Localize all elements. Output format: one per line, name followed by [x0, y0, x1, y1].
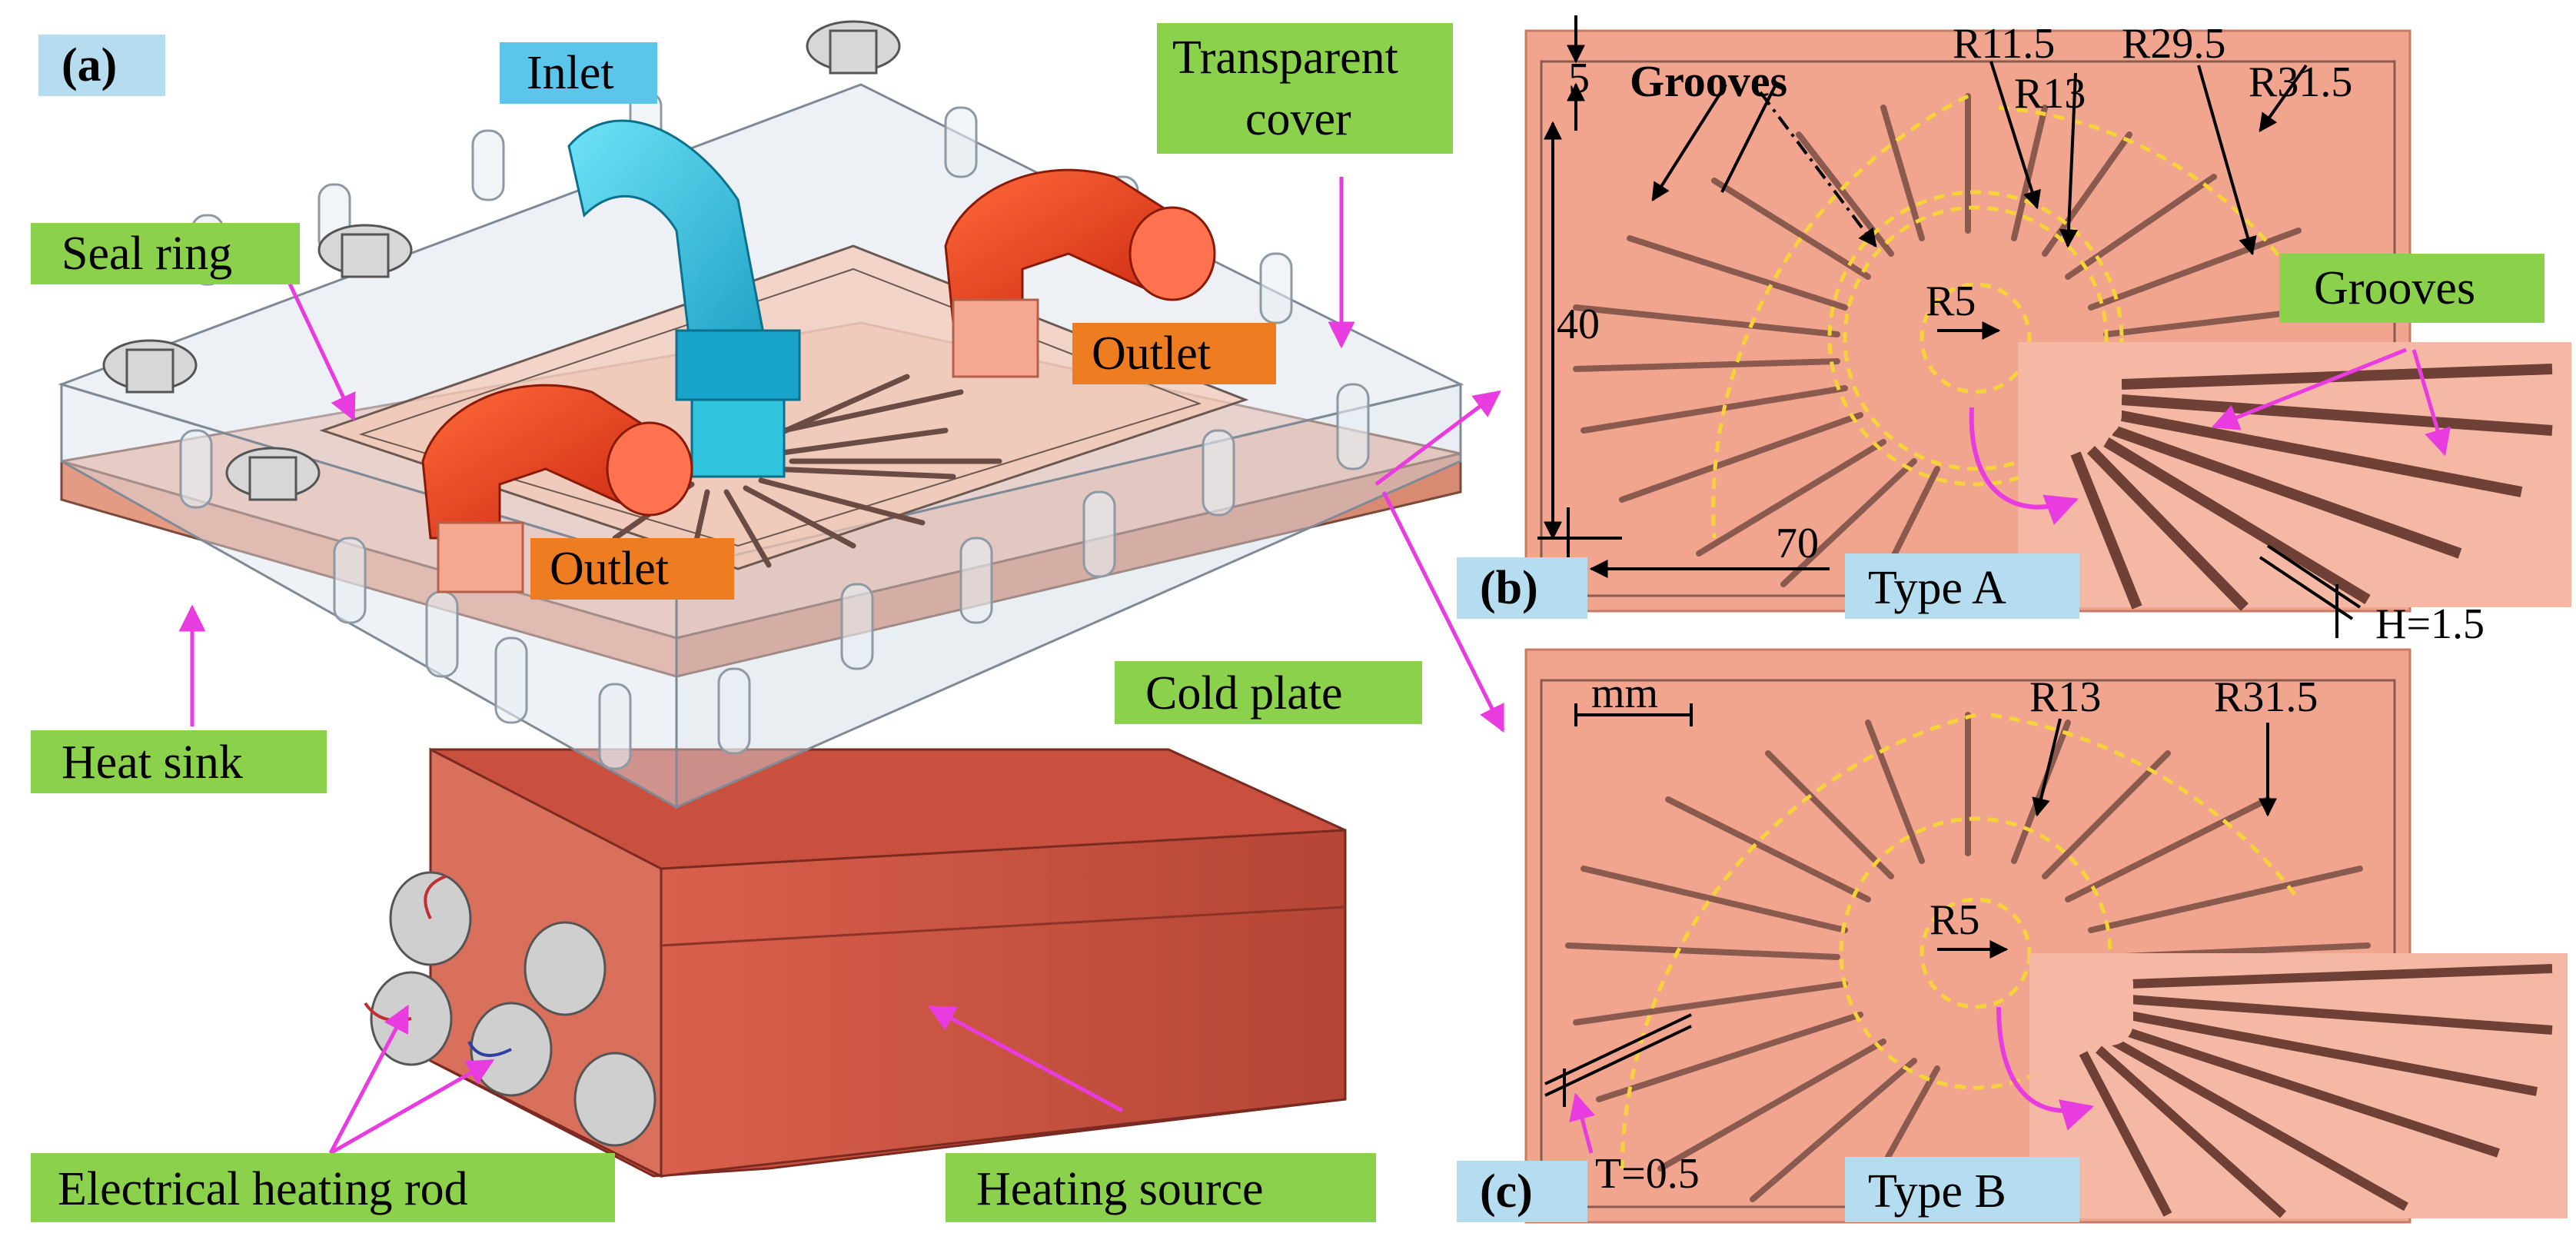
- dim-b-40: 40: [1557, 301, 1600, 348]
- dim-b-5: 5: [1568, 55, 1590, 102]
- cold-plate-label: Cold plate: [1145, 667, 1343, 720]
- dim-b-r13: R13: [2014, 70, 2086, 118]
- thickness-arrow: [1569, 1092, 1596, 1154]
- heating-rods: [364, 871, 656, 1147]
- heating-rod-label-bg: [31, 1153, 615, 1222]
- dim-b-r11-5: R11.5: [1953, 20, 2055, 68]
- panel-a-arrows: [178, 177, 1355, 1155]
- panel-a-tag: (a): [61, 39, 117, 91]
- outlet-bottom-label-bg: [530, 538, 734, 600]
- outlet-top-label-bg: [1072, 323, 1276, 384]
- panel-b: 5 Grooves R11.5 R13 R29.5 R31.5 R5 40 70…: [1457, 15, 2571, 648]
- transparent-cover-label-bg: [1157, 23, 1453, 154]
- panel-c-tag-bg: [1457, 1161, 1587, 1222]
- panel-b-dashed-arcs: [1711, 94, 2285, 539]
- dim-c-r31-5: R31.5: [2214, 673, 2318, 721]
- dim-b-70: 70: [1776, 520, 1819, 567]
- type-b-label-bg: [1845, 1157, 2079, 1222]
- transparent-cover-label-2: cover: [1245, 93, 1351, 145]
- dim-b-h: H=1.5: [2375, 600, 2485, 648]
- inlet-label: Inlet: [527, 47, 614, 99]
- dim-c-r5: R5: [1930, 896, 1979, 944]
- panel-b-zoom-arrow: [1969, 407, 2079, 525]
- panel-c-tag: (c): [1480, 1165, 1533, 1218]
- panel-a-tag-bg: [38, 35, 165, 96]
- dim-b-r29-5: R29.5: [2122, 20, 2225, 68]
- heat-sink-label-bg: [31, 730, 327, 793]
- panel-c-zoom-channels: [2079, 964, 2553, 1218]
- transparent-cover-label-1: Transparent: [1172, 32, 1398, 84]
- arrow-to-b: [1374, 390, 1501, 486]
- grooves-zoom-label: Grooves: [2314, 262, 2475, 314]
- outlet-top-label: Outlet: [1092, 327, 1211, 380]
- panel-b-tag-bg: [1457, 557, 1587, 619]
- seal-ring-label-bg: [31, 223, 300, 284]
- arrow-to-c: [1381, 490, 1505, 733]
- type-a-label-bg: [1845, 553, 2079, 619]
- dim-c-mm: mm: [1591, 670, 1658, 717]
- panel-c-dimension-lines: [1544, 703, 2277, 1107]
- dim-c-t: T=0.5: [1595, 1150, 1700, 1198]
- heating-source-label-bg: [946, 1153, 1376, 1222]
- grooves-arrow-2: [2411, 349, 2451, 457]
- inlet-label-bg: [500, 42, 657, 104]
- grooves-arrow-1: [2211, 347, 2407, 430]
- seal-ring-label: Seal ring: [61, 228, 232, 280]
- panel-c-zoom-hub: [2033, 961, 2133, 1045]
- heating-source-label: Heating source: [976, 1163, 1264, 1215]
- panel-b-dimension-lines: [1537, 15, 2362, 638]
- type-b-label: Type B: [1868, 1165, 2006, 1218]
- dim-c-r13: R13: [2029, 673, 2101, 721]
- panel-c-radial-channels: [1565, 712, 2371, 1210]
- outlet-bottom: [421, 384, 693, 593]
- panel-c: mm R13 R31.5 R5 T=0.5 (c) Type B: [1457, 648, 2568, 1224]
- panel-a: (a) Inlet Transparent cover Seal ring Ou…: [31, 20, 1505, 1222]
- panel-b-tag: (b): [1480, 562, 1538, 614]
- type-a-label: Type A: [1868, 562, 2006, 614]
- bolts: [102, 20, 901, 501]
- outlet-top: [944, 168, 1216, 378]
- panel-b-zoom-hub: [2022, 350, 2122, 438]
- grooves-b-label: Grooves: [1630, 56, 1787, 106]
- cold-plate-label-bg: [1115, 661, 1422, 724]
- dim-b-r5: R5: [1926, 278, 1976, 325]
- outlet-bottom-label: Outlet: [550, 543, 669, 595]
- heating-rod-label: Electrical heating rod: [58, 1163, 468, 1215]
- heat-sink-label: Heat sink: [61, 736, 243, 789]
- dim-b-r31-5: R31.5: [2249, 58, 2352, 106]
- inlet-pipe: [567, 119, 801, 478]
- panel-c-zoom-arrow: [1996, 1006, 2095, 1131]
- grooves-zoom-label-bg: [2279, 254, 2544, 323]
